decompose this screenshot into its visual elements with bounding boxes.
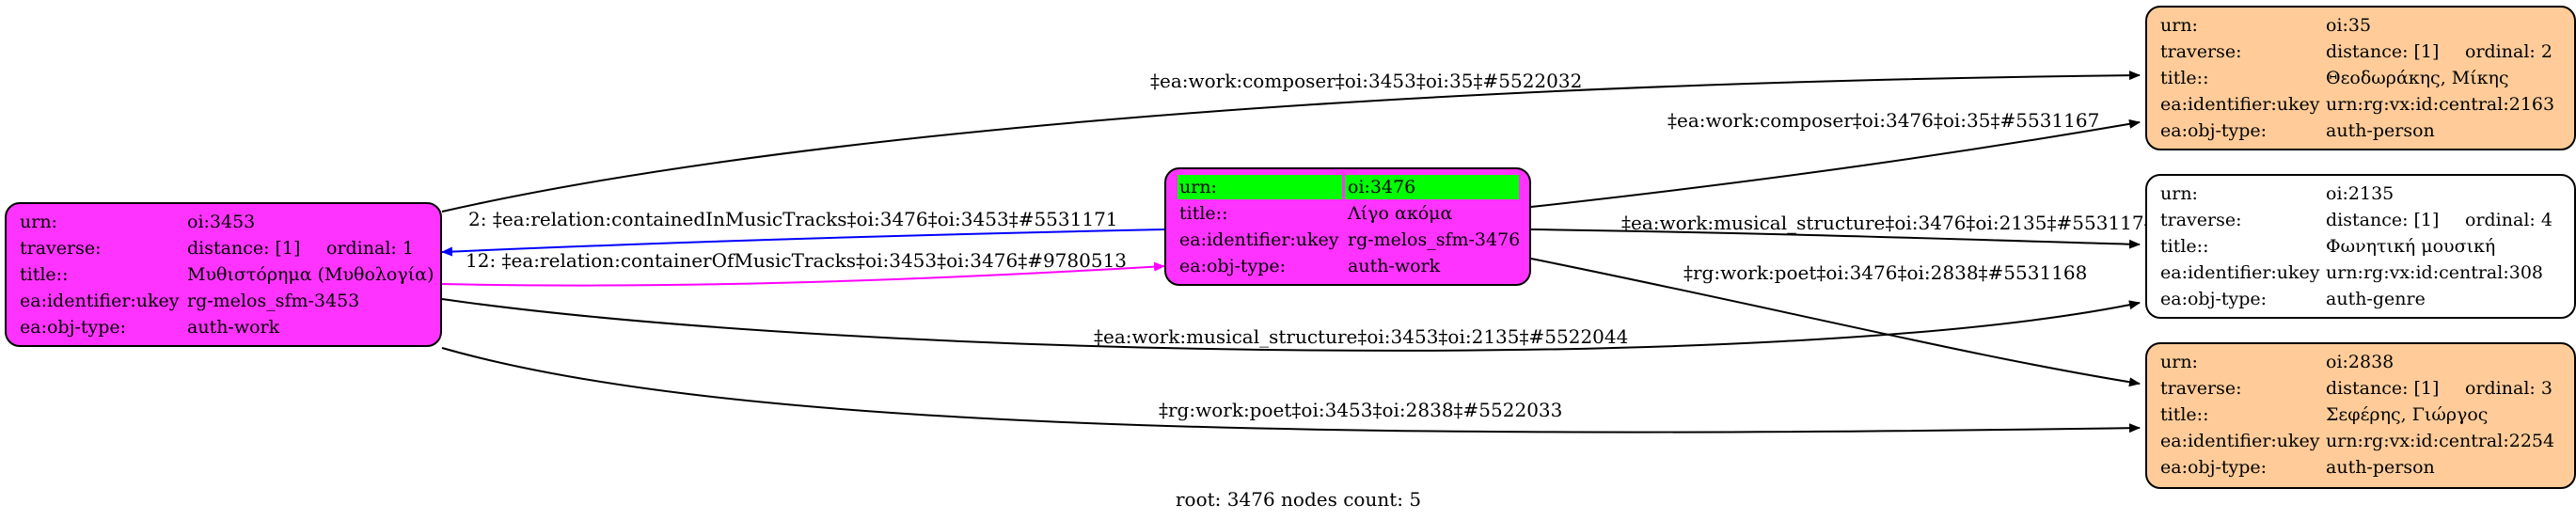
node-row-urn: urn: oi:2838	[2160, 352, 2394, 372]
node-row-traverse: traverse: distance: [1] ordinal: 3	[2160, 378, 2552, 399]
node-oi-2135[interactable]: urn: oi:2135 traverse: distance: [1] ord…	[2145, 174, 2576, 319]
node-oi-3453[interactable]: urn: oi:3453 traverse: distance: [1] ord…	[5, 202, 442, 347]
node-row-objtype: ea:obj-type: auth-person	[2160, 120, 2435, 141]
node-row-ukey: ea:identifier:ukey rg-melos_sfm-3476	[1179, 229, 1521, 250]
node-row-urn: urn: oi:3453	[20, 212, 256, 232]
node-oi-2838[interactable]: urn: oi:2838 traverse: distance: [1] ord…	[2145, 342, 2576, 489]
edge-label-contained-in: 2: ‡ea:relation:containedInMusicTracks‡o…	[468, 208, 1118, 230]
edge-label-structure-3476-2135: ‡ea:work:musical_structure‡oi:3476‡oi:21…	[1621, 212, 2156, 234]
node-row-objtype: ea:obj-type: auth-person	[2160, 457, 2435, 478]
node-row-ukey: ea:identifier:ukey urn:rg:vx:id:central:…	[2160, 431, 2555, 451]
node-row-traverse: traverse: distance: [1] ordinal: 2	[2160, 41, 2552, 62]
node-row-title: title:: Λίγο ακόμα	[1179, 203, 1453, 224]
node-row-title: title:: Φωνητική μουσική	[2160, 236, 2496, 257]
graph-footer: root: 3476 nodes count: 5	[1176, 488, 1422, 511]
node-row-traverse: traverse: distance: [1] ordinal: 1	[20, 238, 414, 259]
node-row-urn-highlighted: urn: oi:3476	[1166, 174, 1529, 200]
edge-structure-3453-2135	[441, 298, 2141, 352]
node-row-ukey: ea:identifier:ukey urn:rg:vx:id:central:…	[2160, 262, 2544, 283]
edge-composer-3476-35	[1530, 118, 2141, 208]
edge-label-structure-3453-2135: ‡ea:work:musical_structure‡oi:3453‡oi:21…	[1094, 325, 1628, 348]
edge-label-container-of: 12: ‡ea:relation:containerOfMusicTracks‡…	[466, 249, 1127, 272]
node-row-ukey: ea:identifier:ukey rg-melos_sfm-3453	[20, 291, 360, 311]
node-row-ukey: ea:identifier:ukey urn:rg:vx:id:central:…	[2160, 94, 2555, 115]
node-row-urn: urn: oi:2135	[2160, 183, 2394, 204]
edge-structure-3476-2135	[1530, 228, 2141, 249]
edge-poet-3476-2838	[1530, 258, 2141, 387]
edge-label-composer-3476-35: ‡ea:work:composer‡oi:3476‡oi:35‡#5531167	[1667, 109, 2099, 132]
edge-composer-3453-35	[441, 71, 2141, 213]
node-row-traverse: traverse: distance: [1] ordinal: 4	[2160, 210, 2552, 230]
edge-label-poet-3453-2838: ‡rg:work:poet‡oi:3453‡oi:2838‡#5522033	[1159, 399, 1562, 421]
node-oi-35[interactable]: urn: oi:35 traverse: distance: [1] ordin…	[2145, 6, 2576, 150]
node-row-objtype: ea:obj-type: auth-work	[1179, 256, 1441, 276]
node-row-title: title:: Θεοδωράκης, Μίκης	[2160, 68, 2509, 88]
node-row-objtype: ea:obj-type: auth-genre	[2160, 289, 2426, 309]
edge-contained-in-3476-3453	[441, 228, 1165, 257]
edge-label-poet-3476-2838: ‡rg:work:poet‡oi:3476‡oi:2838‡#5531168	[1683, 261, 2087, 284]
node-row-urn: urn: oi:35	[2160, 15, 2372, 36]
urn-value-highlight	[1345, 175, 1519, 199]
node-row-title: title:: Μυθιστόρημα (Μυθολογία)	[20, 264, 435, 285]
node-row-objtype: ea:obj-type: auth-work	[20, 317, 280, 338]
edge-label-composer-3453-35: ‡ea:work:composer‡oi:3453‡oi:35‡#5522032	[1150, 70, 1582, 92]
urn-key-highlight	[1177, 175, 1342, 199]
edge-poet-3453-2838	[441, 347, 2141, 433]
node-row-title: title:: Σεφέρης, Γιώργος	[2160, 404, 2489, 425]
edge-container-of-3453-3476	[441, 261, 1165, 287]
node-oi-3476-root[interactable]: urn: oi:3476 title:: Λίγο ακόμα ea:ident…	[1164, 167, 1531, 286]
